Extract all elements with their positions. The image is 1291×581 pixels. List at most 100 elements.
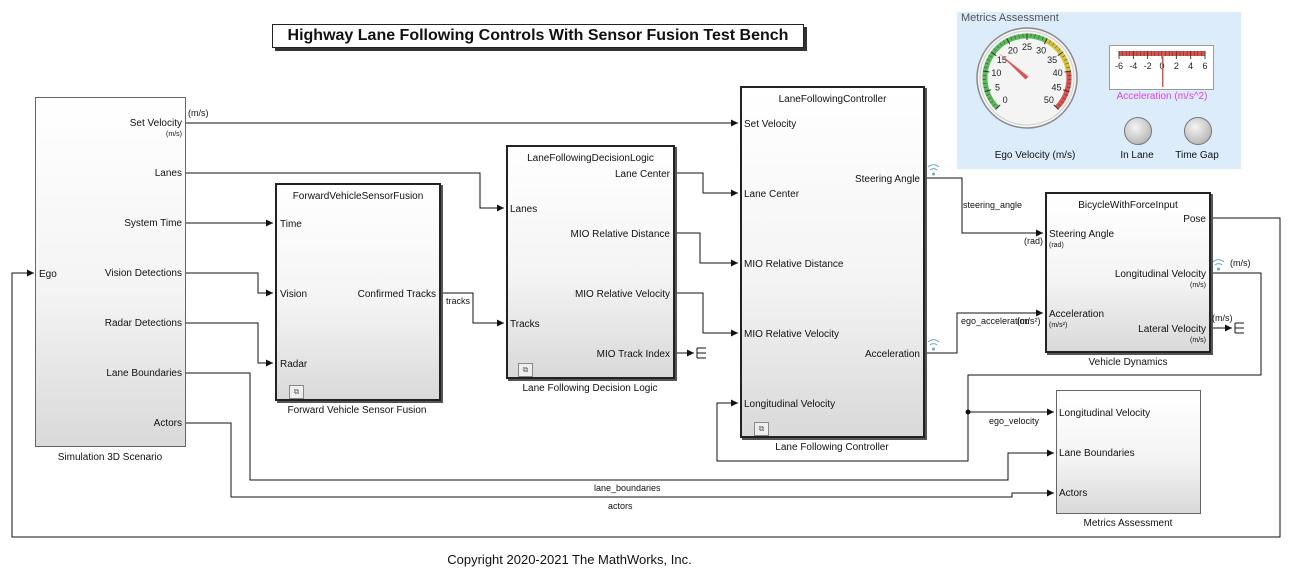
gauge-needle — [998, 52, 1029, 80]
block-lane-following-decision-logic[interactable]: LaneFollowingDecisionLogic Lanes Tracks … — [506, 145, 675, 379]
gauge-tick-label: 20 — [1008, 45, 1018, 55]
accel-in-unit: (m/s²) — [1049, 322, 1068, 329]
port-metrics-lane-boundaries: Lane Boundaries — [1059, 448, 1135, 459]
gauge-tick-label: 25 — [1022, 42, 1032, 52]
gauge-minor-tick — [1062, 97, 1067, 100]
port-lane-boundaries: Lane Boundaries — [106, 368, 182, 379]
port-vision-detections: Vision Detections — [104, 268, 182, 279]
block-simulation-3d-scenario[interactable]: Ego Set Velocity(m/s) Lanes System Time … — [35, 97, 186, 447]
block-name-controller: Lane Following Controller — [775, 442, 889, 453]
port-steering-angle-in: Steering Angle(rad) — [1049, 229, 1115, 249]
gauge-minor-tick — [1063, 58, 1068, 61]
terminator-mio-index — [696, 347, 706, 359]
gauge-minor-tick — [983, 86, 988, 88]
gauge-rim — [979, 30, 1075, 126]
branch-point — [965, 409, 971, 415]
signal-label-ego-velocity: ego_velocity — [989, 416, 1040, 426]
terminator-lateral — [1234, 322, 1244, 334]
port-lane-center-out: Lane Center — [614, 169, 670, 180]
gauge-major-tick — [984, 89, 992, 93]
block-name-metrics: Metrics Assessment — [1083, 518, 1173, 529]
block-forward-vehicle-sensor-fusion[interactable]: ForwardVehicleSensorFusion Time Vision R… — [275, 183, 441, 401]
gauge-tick-label: 40 — [1053, 68, 1063, 78]
port-mio-velocity-in: MIO Relative Velocity — [744, 329, 840, 340]
signal-label-lat-vel-unit: (m/s) — [1212, 313, 1233, 323]
gauge-tick-label: 10 — [991, 68, 1001, 78]
gauge-minor-tick — [983, 66, 988, 69]
signal-label-steering-angle: steering_angle — [963, 200, 1023, 210]
gauge-minor-tick — [987, 97, 992, 100]
gauge-tick-label: 50 — [1044, 95, 1054, 105]
port-radar: Radar — [280, 359, 308, 370]
port-set-velocity-in: Set Velocity — [744, 119, 797, 130]
line-mio-distance — [674, 232, 738, 267]
line-steering — [925, 177, 1043, 237]
gauge-minor-tick — [1060, 100, 1064, 104]
time-gap-lamp[interactable] — [1184, 117, 1212, 145]
port-mio-velocity-out: MIO Relative Velocity — [574, 289, 670, 300]
library-link-icon: ⧉ — [289, 385, 304, 399]
port-system-time: System Time — [124, 218, 182, 229]
gauge-minor-tick — [1048, 40, 1052, 44]
gauge-minor-tick — [1065, 62, 1069, 65]
port-ego: Ego — [39, 269, 57, 280]
library-link-icon: ⧉ — [754, 422, 769, 436]
port-radar-detections: Radar Detections — [104, 318, 182, 329]
port-mio-distance-out: MIO Relative Distance — [570, 229, 670, 240]
block-title-dynamics: BicycleWithForceInput — [1078, 200, 1178, 211]
line-lanes — [186, 172, 504, 212]
gauge-minor-tick — [1041, 36, 1044, 40]
block-lane-following-controller[interactable]: LaneFollowingController Set Velocity Lan… — [740, 86, 925, 438]
line-mio-velocity — [674, 292, 738, 337]
lat-vel-unit: (m/s) — [1190, 337, 1206, 344]
library-link-icon: ⧉ — [518, 363, 533, 377]
gauge-major-tick — [1057, 51, 1064, 57]
steering-in-unit: (rad) — [1049, 242, 1064, 249]
line-acceleration — [925, 309, 1043, 354]
block-vehicle-dynamics[interactable]: BicycleWithForceInput Steering Angle(rad… — [1045, 192, 1211, 353]
signal-icon-long-velocity — [1212, 259, 1225, 271]
gauge-minor-tick — [1062, 55, 1066, 58]
accel-tick-label: -4 — [1129, 61, 1137, 71]
gauge-minor-tick — [985, 62, 989, 65]
gauge-minor-tick — [986, 58, 991, 61]
block-title-fusion: ForwardVehicleSensorFusion — [292, 191, 424, 202]
line-actors — [186, 422, 1054, 498]
port-actors: Actors — [153, 418, 182, 429]
in-lane-lamp[interactable] — [1124, 117, 1152, 145]
dashboard-title: Metrics Assessment — [961, 12, 1059, 24]
acceleration-label: Acceleration (m/s^2) — [1116, 91, 1208, 102]
signal-label-ego-acceleration: ego_acceleration — [961, 316, 1030, 326]
port-lanes: Lanes — [154, 168, 182, 179]
gauge-minor-tick — [1010, 36, 1013, 40]
signal-icon-acceleration — [927, 339, 940, 351]
diagram-title: Highway Lane Following Controls With Sen… — [272, 24, 804, 48]
port-pose-out: Pose — [1183, 214, 1206, 225]
signal-label-accel-unit: (m/s²) — [1017, 316, 1041, 326]
line-pose — [11, 217, 1281, 538]
block-title-controller: LaneFollowingController — [778, 94, 887, 105]
gauge-tick-label: 35 — [1047, 55, 1057, 65]
gauge-major-tick — [1006, 38, 1011, 45]
gauge-minor-tick — [1066, 66, 1071, 69]
block-metrics-assessment[interactable]: Longitudinal Velocity Lane Boundaries Ac… — [1056, 390, 1201, 514]
gauge-major-tick — [990, 51, 997, 57]
copyright-text: Copyright 2020-2021 The MathWorks, Inc. — [447, 552, 692, 567]
block-title-decision: LaneFollowingDecisionLogic — [527, 153, 654, 164]
accel-tick-label: -6 — [1115, 61, 1123, 71]
port-mio-distance-in: MIO Relative Distance — [744, 259, 844, 270]
gauge-minor-tick — [1038, 35, 1040, 39]
gauge-minor-tick — [1064, 94, 1068, 96]
port-steering-angle-out: Steering Angle — [854, 174, 920, 185]
acceleration-meter[interactable]: -6-4-20246 — [1109, 45, 1215, 90]
gauge-minor-tick — [1051, 42, 1055, 46]
signal-label-long-vel-unit: (m/s) — [1230, 258, 1251, 268]
port-confirmed-tracks: Confirmed Tracks — [357, 289, 436, 300]
line-lane-boundaries — [186, 372, 1054, 481]
gauge-minor-tick — [992, 103, 996, 107]
port-vision: Vision — [280, 289, 308, 300]
signal-icon-steering — [927, 164, 940, 176]
port-set-velocity: Set Velocity(m/s) — [129, 118, 182, 138]
gauge-major-tick — [995, 104, 1001, 110]
